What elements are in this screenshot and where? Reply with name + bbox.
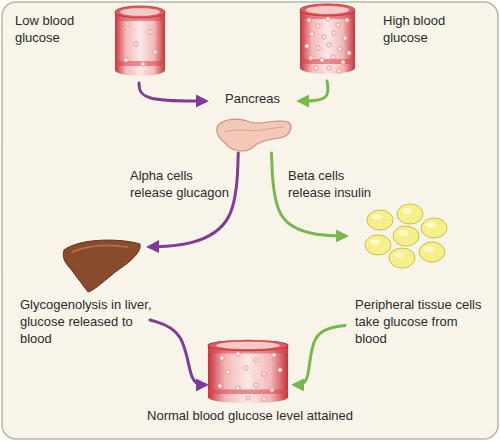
liver [63,240,140,292]
cell-highlights [370,208,436,258]
vessel-node: Low blood glucose [15,5,170,83]
edge-label: Alpha cells release glucagon [130,168,230,202]
blood-vessel [208,340,288,403]
node-label: Pancreas [205,91,300,108]
liver-illustration [63,240,140,292]
vessel-node: Normal blood glucose level attained [205,340,295,405]
node-label: Peripheral tissue cells take glucose fro… [355,297,485,348]
liver-highlight [72,245,128,252]
flow-arrow [300,81,328,101]
glucose-dots [124,22,157,66]
flow-arrow [139,83,205,101]
vessel-low [115,6,165,76]
vessel-node: High blood glucose [295,3,480,81]
node-label: Glycogenolysis in liver, glucose release… [20,297,155,348]
flow-arrow [150,153,238,247]
organ-node: Pancreas [205,88,300,153]
pancreas-illustration [217,119,291,151]
pancreas [217,119,291,151]
edge-label: Beta cells release insulin [288,168,388,202]
organ-node: Glycogenolysis in liver, glucose release… [15,235,150,353]
node-label: Normal blood glucose level attained [125,408,375,425]
blood-vessel [300,4,355,74]
node-label: Low blood glucose [15,13,100,47]
pancreas-duct [224,127,284,132]
blood-vessel [115,6,165,76]
glucose-dots [218,352,282,401]
flow-arrow [295,325,345,384]
vessel-normal [208,340,288,403]
flow-arrow [150,320,205,385]
fat-cells-illustration [365,204,447,268]
glucose-dots [305,17,351,73]
node-label: High blood glucose [383,13,475,47]
cell-node: Peripheral tissue cells take glucose fro… [345,200,485,353]
vessel-high [300,4,355,74]
